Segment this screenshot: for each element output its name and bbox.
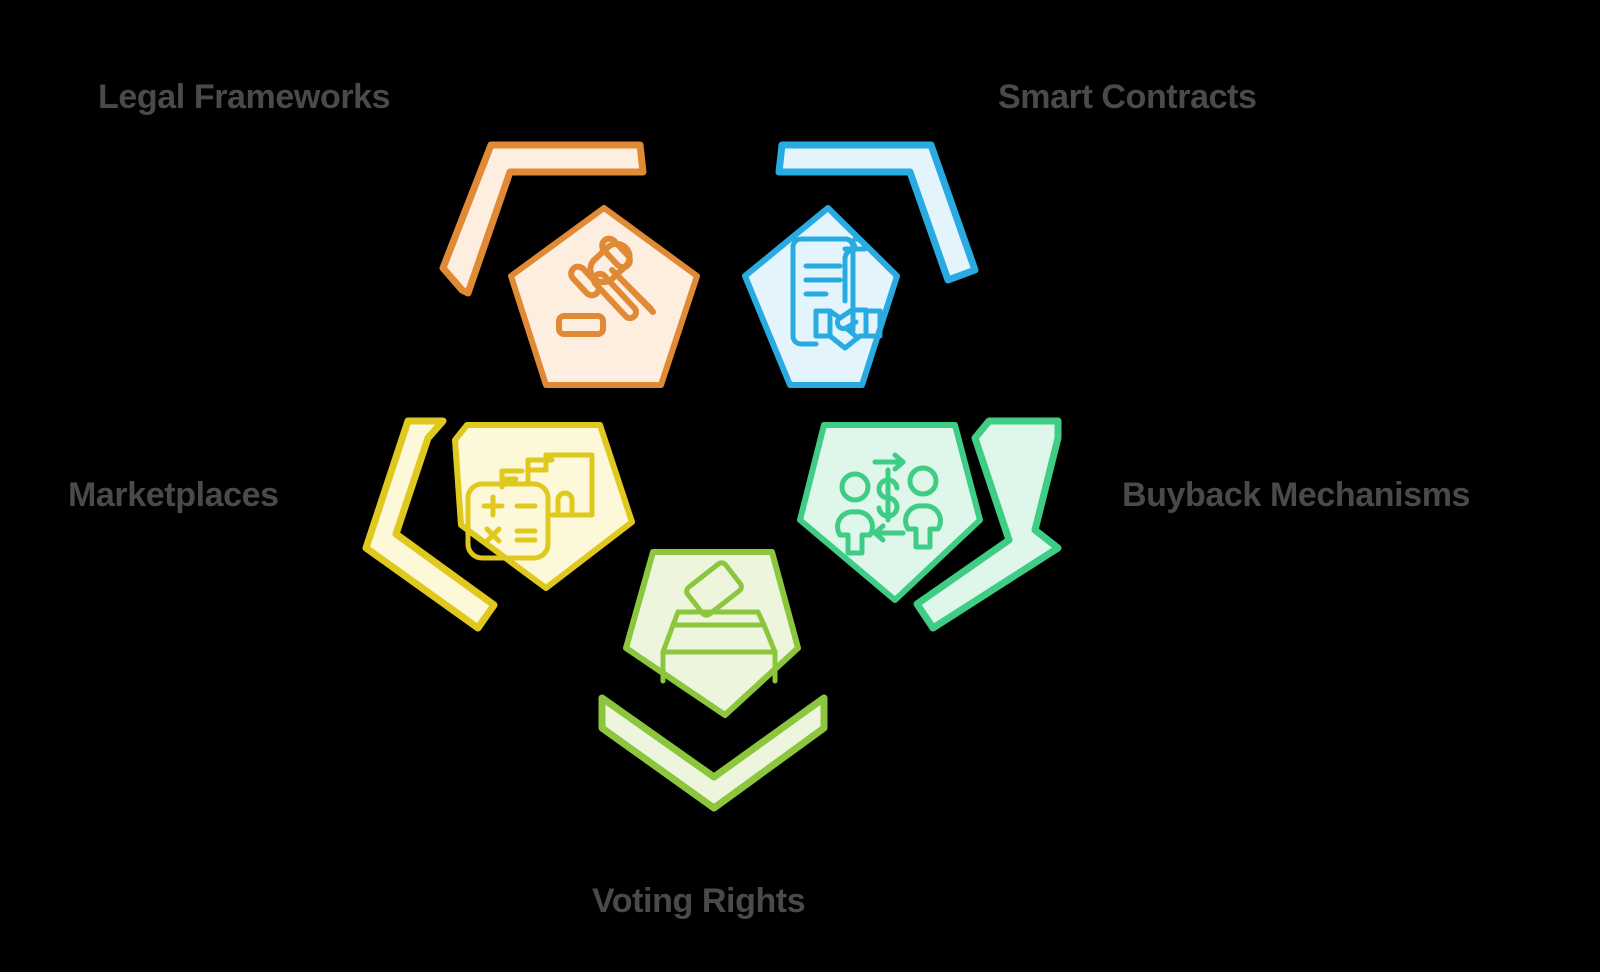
node-voting-rights[interactable]: [598, 549, 828, 812]
node-marketplaces[interactable]: [362, 417, 635, 632]
contract-handshake-icon: [790, 236, 883, 351]
legal-frameworks-bracket: [439, 141, 647, 297]
voting-rights-pentagon: [623, 549, 801, 718]
calculator-storefront-icon: [465, 452, 595, 561]
gavel-icon: [556, 235, 656, 337]
label-buyback-mechanisms: Buyback Mechanisms: [1122, 476, 1471, 514]
label-voting-rights: Voting Rights: [592, 882, 806, 920]
ballot-box-icon: [660, 560, 778, 684]
node-buyback-mechanisms[interactable]: [797, 417, 1062, 632]
people-money-exchange-icon: [835, 452, 943, 556]
marketplaces-pentagon: [452, 422, 635, 591]
marketplaces-bracket: [362, 417, 498, 632]
buyback-mechanisms-bracket: [913, 417, 1062, 632]
voting-rights-bracket: [598, 694, 828, 812]
label-marketplaces: Marketplaces: [68, 476, 279, 514]
label-legal-frameworks: Legal Frameworks: [98, 78, 391, 116]
node-smart-contracts[interactable]: [742, 141, 979, 388]
smart-contracts-bracket: [775, 141, 979, 284]
node-legal-frameworks[interactable]: [439, 141, 700, 388]
label-smart-contracts: Smart Contracts: [998, 78, 1257, 116]
